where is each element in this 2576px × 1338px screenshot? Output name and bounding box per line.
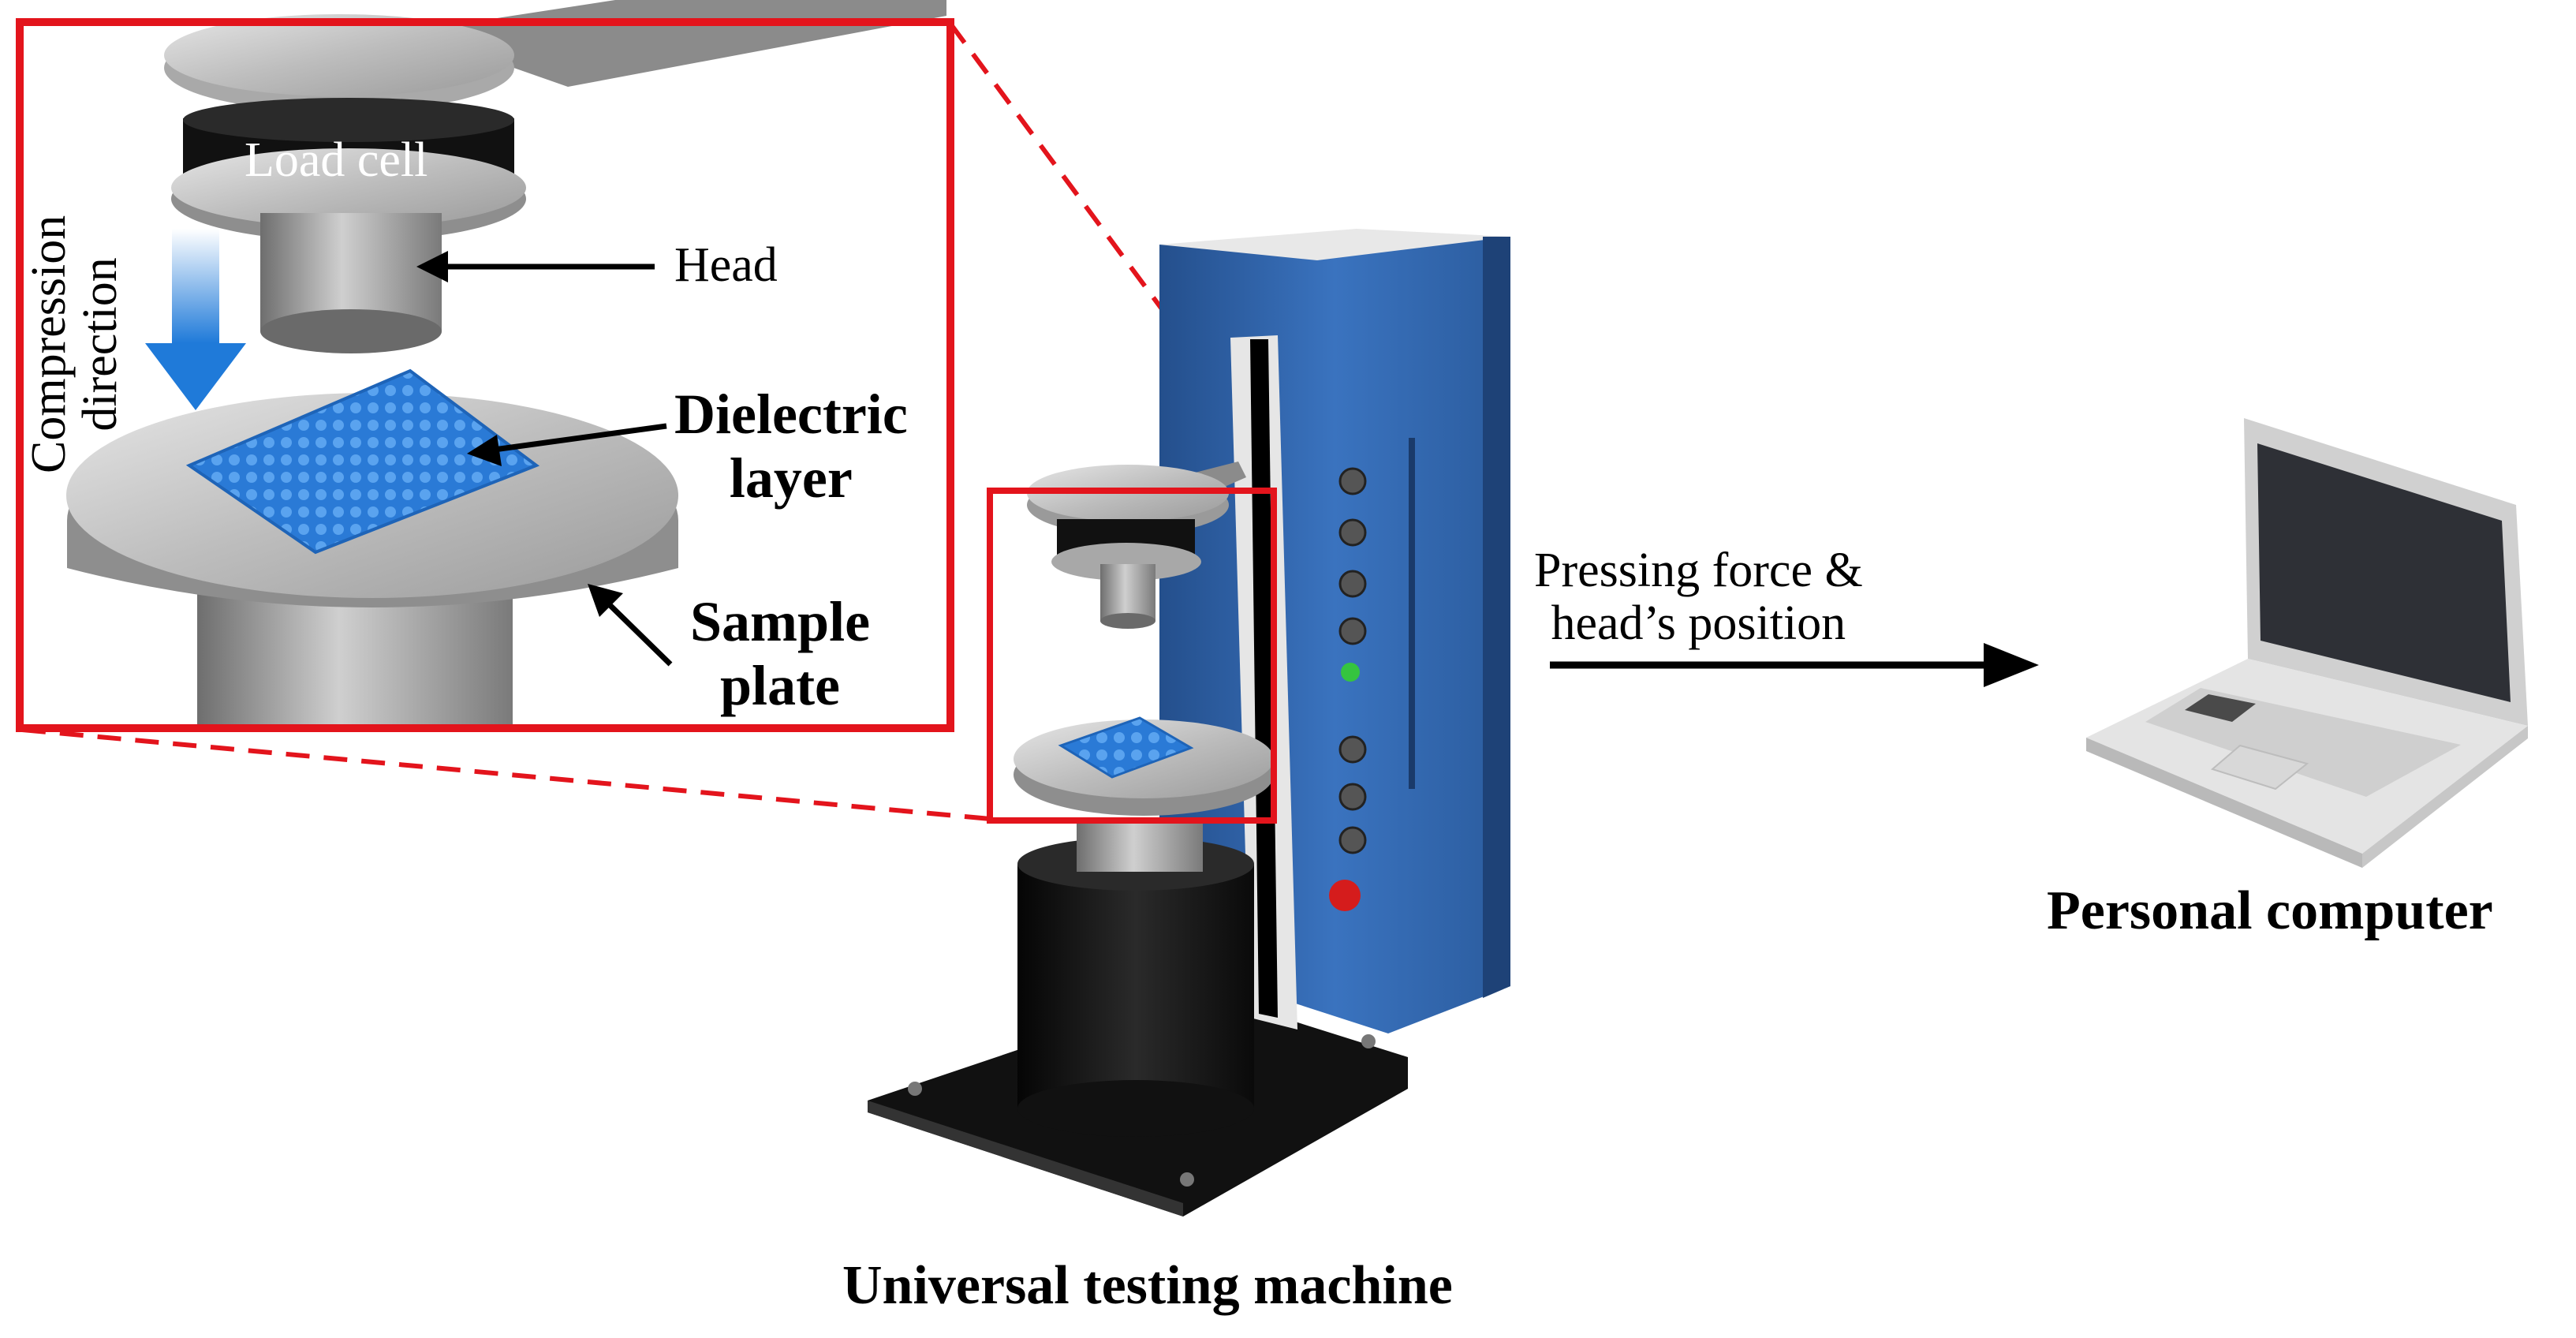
upper-disk-top: [164, 14, 514, 96]
data-flow-arrow: [1550, 643, 2039, 687]
laptop: [2086, 418, 2528, 868]
dielectric-layer-line2: layer: [729, 446, 853, 510]
sample-plate-line2: plate: [720, 653, 840, 717]
dielectric-layer-shape: [185, 368, 540, 555]
dielectric-layer-label: Dielectric layer: [674, 383, 908, 510]
load-cell-label: Load cell: [245, 133, 428, 187]
compression-direction-line2: direction: [73, 257, 128, 432]
actuator-cylinder: [1017, 864, 1254, 1108]
dielectric-layer-line1: Dielectric: [674, 383, 908, 446]
compression-direction-label: Compression direction: [22, 215, 128, 473]
compression-direction-line1: Compression: [22, 215, 76, 473]
personal-computer-label: Personal computer: [2047, 880, 2493, 941]
sample-plate-line1: Sample: [690, 590, 871, 653]
inset-frame: [16, 18, 954, 732]
status-led: [1341, 663, 1360, 682]
laptop-screen: [2257, 443, 2511, 702]
detail-frame: [987, 488, 1277, 824]
pressing-force-line2: head’s position: [1551, 596, 1846, 650]
utm-label: Universal testing machine: [842, 1255, 1453, 1316]
head-label: Head: [674, 238, 778, 292]
emergency-stop: [1329, 880, 1361, 911]
compression-arrow: [172, 229, 219, 343]
sample-plate-label: Sample plate: [690, 590, 870, 717]
pressing-force-label: Pressing force & head’s position: [1534, 544, 1863, 650]
inset-zoom-view: [16, 0, 954, 732]
universal-testing-machine: [868, 229, 1510, 1217]
pressing-force-line1: Pressing force &: [1534, 544, 1863, 597]
